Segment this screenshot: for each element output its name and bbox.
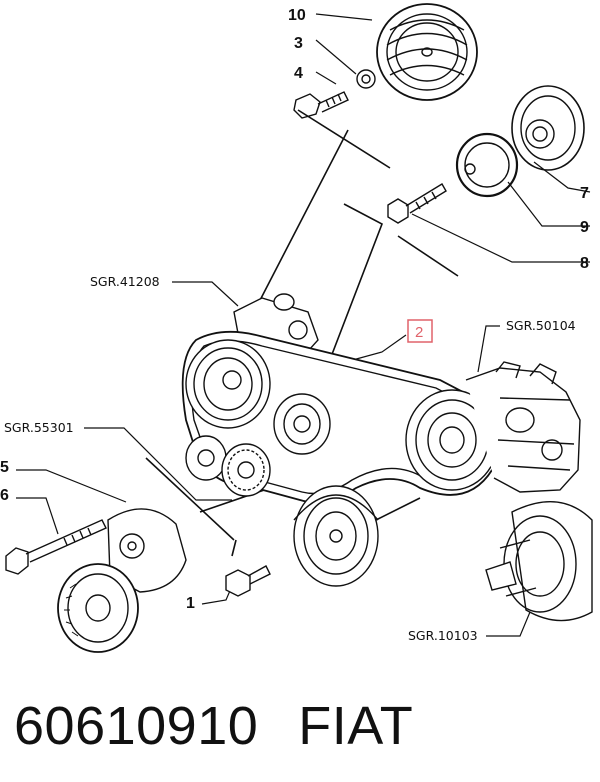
ref-sgr-55301: SGR.55301 bbox=[4, 420, 74, 435]
bolt-4-drawing bbox=[293, 91, 349, 119]
tensioner-5-drawing bbox=[57, 508, 187, 653]
brand-name: FIAT bbox=[298, 696, 414, 756]
pulley-7-drawing bbox=[511, 85, 585, 171]
footer-caption: 60610910 FIAT bbox=[14, 686, 413, 766]
stud-1-drawing bbox=[225, 565, 271, 597]
belt-drive-exploded-diagram: 10 3 4 7 9 8 2 5 6 1 SGR.41208 SGR.50104… bbox=[0, 3, 593, 653]
bolt-6-drawing bbox=[5, 519, 107, 575]
pulley-10-drawing bbox=[376, 3, 478, 101]
callout-7: 7 bbox=[580, 185, 589, 202]
part-2-highlight-box bbox=[407, 319, 433, 343]
callout-2: 2 bbox=[415, 324, 423, 341]
callout-4: 4 bbox=[294, 65, 303, 82]
belt-assembly-drawing bbox=[181, 293, 499, 587]
callout-6: 6 bbox=[0, 487, 9, 504]
part-number: 60610910 bbox=[14, 696, 259, 756]
callout-5: 5 bbox=[0, 459, 9, 476]
ref-sgr-50104: SGR.50104 bbox=[506, 318, 576, 333]
compressor-drawing bbox=[465, 361, 581, 493]
callout-8: 8 bbox=[580, 255, 589, 272]
callout-9: 9 bbox=[580, 219, 589, 236]
ref-sgr-41208: SGR.41208 bbox=[90, 274, 160, 289]
callout-3: 3 bbox=[294, 35, 303, 52]
ref-sgr-10103: SGR.10103 bbox=[408, 628, 478, 643]
pulley-9-drawing bbox=[455, 132, 519, 198]
washer-3-drawing bbox=[356, 69, 376, 89]
callout-1: 1 bbox=[186, 595, 195, 612]
callout-10: 10 bbox=[288, 7, 306, 24]
crank-component-drawing bbox=[485, 501, 593, 622]
bolt-8-drawing bbox=[387, 183, 447, 224]
